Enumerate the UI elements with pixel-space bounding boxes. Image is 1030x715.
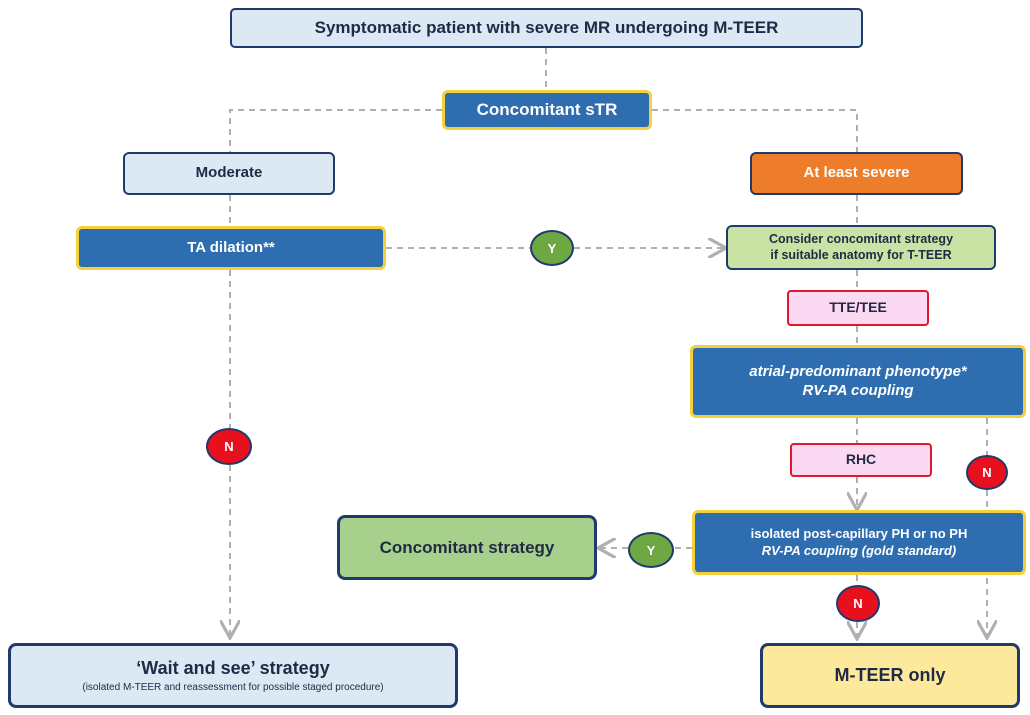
ta-dilation-box: TA dilation** (76, 226, 386, 270)
top-condition-text: Symptomatic patient with severe MR under… (314, 18, 779, 38)
isolated-line-1: isolated post-capillary PH or no PH (750, 526, 968, 542)
ta-dilation-text: TA dilation** (187, 238, 275, 256)
consider-line-2: if suitable anatomy for T-TEER (770, 247, 952, 262)
moderate-text: Moderate (195, 164, 263, 182)
consider-concomitant-box: Consider concomitant strategy if suitabl… (726, 225, 996, 270)
phenotype-line-2: RV-PA coupling (802, 381, 914, 399)
tte-tee-box: TTE/TEE (787, 290, 929, 326)
top-condition-box: Symptomatic patient with severe MR under… (230, 8, 863, 48)
concomitant-str-text: Concomitant sTR (476, 100, 618, 120)
yes-label: Y (547, 240, 557, 256)
moderate-box: Moderate (123, 152, 335, 195)
concomitant-strategy-text: Concomitant strategy (379, 537, 555, 557)
consider-line-1: Consider concomitant strategy (768, 231, 954, 246)
connector-to-at-least-severe (652, 109, 858, 152)
no-decision-ta: N (206, 428, 252, 465)
phenotype-line-1: atrial-predominant phenotype* (749, 362, 967, 380)
yes-decision-isolated: Y (628, 532, 674, 568)
concomitant-str-box: Concomitant sTR (442, 90, 652, 130)
tte-tee-text: TTE/TEE (829, 299, 887, 316)
wait-and-see-box: ‘Wait and see’ strategy (isolated M-TEER… (8, 643, 458, 708)
phenotype-box: atrial-predominant phenotype* RV-PA coup… (690, 345, 1026, 418)
connector-to-moderate (229, 109, 442, 152)
yes-label: Y (646, 542, 656, 558)
wait-and-see-title: ‘Wait and see’ strategy (136, 657, 330, 678)
rhc-box: RHC (790, 443, 932, 477)
no-label: N (853, 596, 863, 611)
no-label: N (982, 465, 992, 480)
no-decision-isolated: N (836, 585, 880, 622)
at-least-severe-text: At least severe (803, 164, 910, 182)
rhc-text: RHC (845, 451, 877, 468)
yes-decision-ta: Y (530, 230, 574, 266)
wait-and-see-subtitle: (isolated M-TEER and reassessment for po… (82, 682, 384, 693)
at-least-severe-box: At least severe (750, 152, 963, 195)
isolated-ph-box: isolated post-capillary PH or no PH RV-P… (692, 510, 1026, 575)
isolated-line-2: RV-PA coupling (gold standard) (761, 542, 957, 558)
no-label: N (224, 439, 234, 454)
m-teer-only-text: M-TEER only (834, 665, 946, 686)
concomitant-strategy-box: Concomitant strategy (337, 515, 597, 580)
m-teer-only-box: M-TEER only (760, 643, 1020, 708)
no-decision-phenotype: N (966, 455, 1008, 490)
